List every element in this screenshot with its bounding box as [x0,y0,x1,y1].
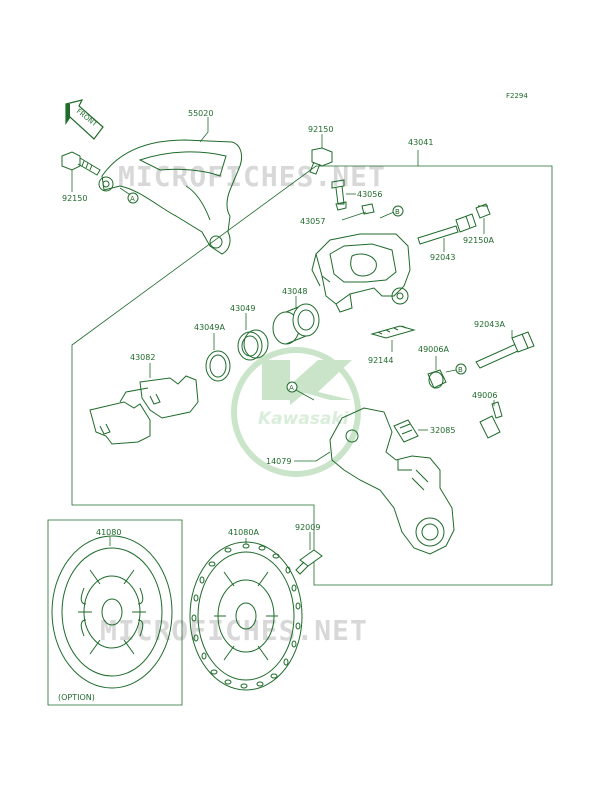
label-43056: 43056 [357,190,382,199]
label-92150-left: 92150 [62,194,87,203]
watermark-brand: Kawasaki [258,409,350,429]
kawasaki-watermark-logo: Kawasaki [231,347,361,477]
callout-b-boot: B [458,366,463,374]
label-43041: 43041 [408,138,433,147]
brake-pads-43082 [89,375,199,445]
plug-92150A [475,203,491,219]
callout-a-holder: A [289,384,294,392]
label-92043: 92043 [430,253,455,262]
piston-43048 [272,303,320,345]
caliper-holder-14079 [329,407,455,555]
brake-disc-41080 [51,535,173,689]
boot-49006A [427,369,447,389]
label-43057: 43057 [300,217,325,226]
pin-92043 [417,213,477,245]
bolt-92150-left [61,151,101,176]
seal-43049 [237,329,269,361]
label-92150A: 92150A [463,236,494,245]
label-14079: 14079 [266,457,291,466]
label-43048: 43048 [282,287,307,296]
disc-vent-holes [191,543,301,689]
caliper-body [311,233,411,313]
label-92150-top: 92150 [308,125,333,134]
label-43082: 43082 [130,353,155,362]
label-41080: 41080 [96,528,121,537]
callout-a-bracket: A [130,195,135,203]
watermark-top: MICROFICHES.NET [118,160,386,193]
brake-bracket-55020 [98,139,243,255]
label-32085: 32085 [430,426,455,435]
label-92043A: 92043A [474,320,505,329]
front-arrow-icon: FRONT [65,99,104,140]
label-55020: 55020 [188,109,213,118]
bleeder-43056 [331,179,347,211]
shim-32085 [393,419,419,443]
label-41080A: 41080A [228,528,259,537]
boot-49006 [479,401,503,439]
cap-43057 [361,203,375,215]
screw-92009 [295,549,323,575]
label-49006: 49006 [472,391,497,400]
pin-92043A [475,331,535,369]
seal-43049A [205,350,231,382]
label-92009: 92009 [295,523,320,532]
label-43049A: 43049A [194,323,225,332]
spring-92144 [370,325,416,339]
callout-b-caliper: B [395,208,400,216]
watermark-bottom: MICROFICHES.NET [100,614,368,647]
label-43049: 43049 [230,304,255,313]
label-92144: 92144 [368,356,393,365]
option-note: (OPTION) [58,693,95,702]
label-49006A: 49006A [418,345,449,354]
option-frame [47,519,183,706]
figure-code: F2294 [506,92,528,100]
